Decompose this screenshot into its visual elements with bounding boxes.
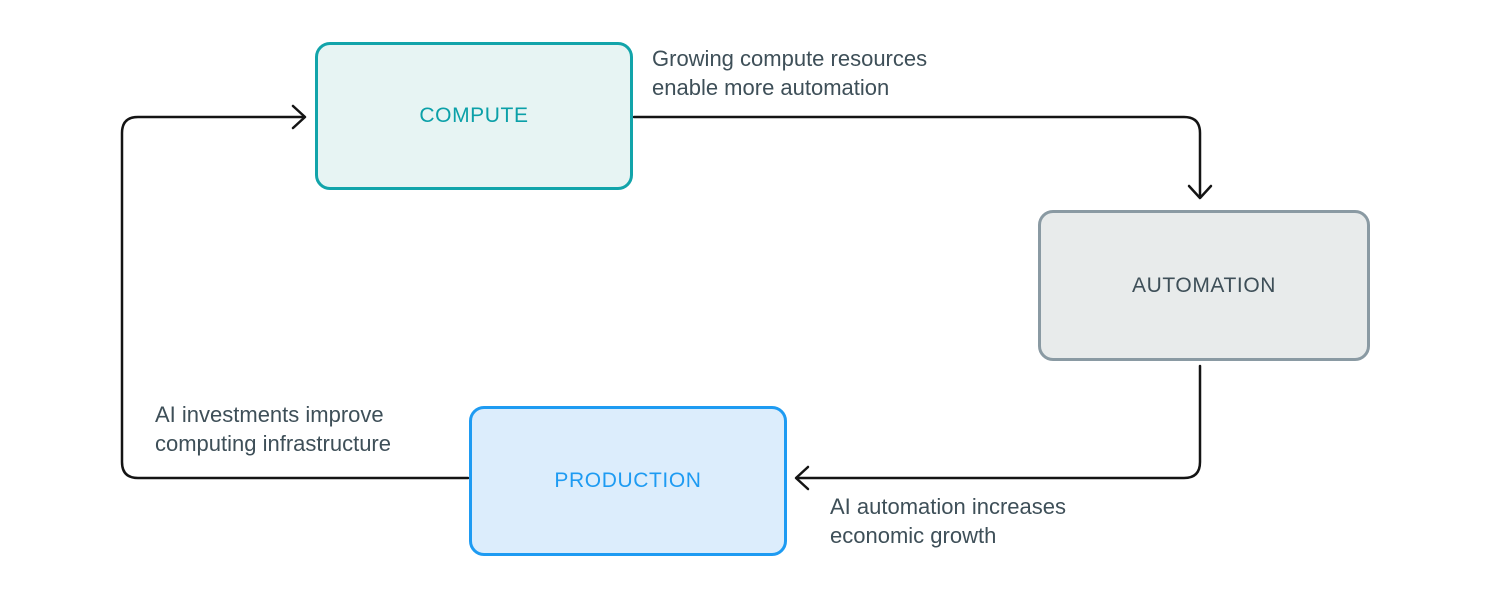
edge-label-production-to-compute: AI investments improve computing infrast… xyxy=(155,400,391,458)
edge-label-line: AI automation increases xyxy=(830,494,1067,519)
edge-label-line: computing infrastructure xyxy=(155,431,391,456)
arrow-compute-to-automation xyxy=(632,115,1213,200)
arrowhead-down-icon xyxy=(1187,184,1213,200)
node-production: PRODUCTION xyxy=(469,406,787,556)
arrowhead-right-icon xyxy=(291,104,307,130)
arrowhead-left-icon xyxy=(794,465,810,491)
arrow-automation-to-production xyxy=(794,364,1202,491)
node-production-label: PRODUCTION xyxy=(554,469,702,492)
node-compute: COMPUTE xyxy=(315,42,633,190)
edge-label-line: AI investments improve xyxy=(155,402,384,427)
edge-label-compute-to-automation: Growing compute resources enable more au… xyxy=(652,44,927,102)
node-automation-label: AUTOMATION xyxy=(1131,273,1277,297)
arrow-production-to-compute xyxy=(120,104,470,480)
node-compute-label: COMPUTE xyxy=(419,104,529,127)
edge-label-line: Growing compute resources xyxy=(652,46,928,71)
edge-label-line: economic growth xyxy=(830,523,997,548)
edge-label-automation-to-production: AI automation increases economic growth xyxy=(830,492,1066,550)
node-automation: AUTOMATION xyxy=(1038,210,1370,361)
edge-label-line: enable more automation xyxy=(652,75,890,100)
